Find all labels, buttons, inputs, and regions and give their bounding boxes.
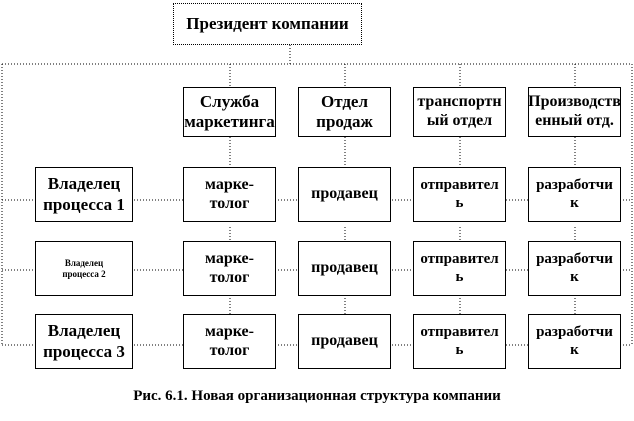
president-box: Президент компании bbox=[173, 3, 362, 45]
owner-label-line1: Владелец bbox=[47, 321, 121, 341]
role-seller: продавец bbox=[298, 241, 391, 296]
role-label-line1: разработчи bbox=[536, 323, 613, 340]
role-seller: продавец bbox=[298, 167, 391, 222]
process-owner-1: Владелец процесса 1 bbox=[35, 167, 133, 222]
role-label-line1: отправител bbox=[420, 323, 499, 340]
owner-label-line2: процесса 1 bbox=[43, 194, 125, 214]
role-label-line2: толог bbox=[209, 194, 250, 212]
figure-caption: Рис. 6.1. Новая организационная структур… bbox=[133, 388, 501, 404]
role-label: продавец bbox=[311, 259, 378, 277]
role-label-line2: к bbox=[570, 194, 579, 211]
department-label-line1: транспортн bbox=[417, 93, 502, 111]
role-label-line1: разработчи bbox=[536, 176, 613, 193]
department-label-line2: ый отдел bbox=[426, 112, 493, 129]
department-label-line2: енный отд. bbox=[535, 112, 614, 129]
department-marketing: Служба маркетинга bbox=[183, 87, 276, 137]
role-marketer: марке- толог bbox=[183, 167, 276, 222]
role-label-line1: марке- bbox=[205, 322, 254, 340]
president-label: Президент компании bbox=[186, 13, 349, 33]
owner-label-line2: процесса 3 bbox=[43, 341, 125, 361]
role-marketer: марке- толог bbox=[183, 314, 276, 369]
role-label: продавец bbox=[311, 332, 378, 350]
role-seller: продавец bbox=[298, 314, 391, 369]
process-owner-2: Владелец процесса 2 bbox=[35, 241, 133, 296]
role-label-line2: ь bbox=[455, 194, 464, 211]
owner-label-line1: Владелец bbox=[64, 257, 104, 268]
role-sender: отправител ь bbox=[413, 314, 506, 369]
department-label-line1: Производств bbox=[528, 93, 621, 111]
department-label-line1: Отдел bbox=[320, 91, 369, 111]
role-developer: разработчи к bbox=[528, 314, 621, 369]
role-label-line2: ь bbox=[455, 341, 464, 358]
department-transport: транспортн ый отдел bbox=[413, 87, 506, 137]
role-label-line1: марке- bbox=[205, 175, 254, 193]
role-label-line1: марке- bbox=[205, 249, 254, 267]
role-label-line1: отправител bbox=[420, 250, 499, 267]
role-label-line1: разработчи bbox=[536, 250, 613, 267]
role-developer: разработчи к bbox=[528, 167, 621, 222]
owner-label-line2: процесса 2 bbox=[62, 268, 106, 279]
role-developer: разработчи к bbox=[528, 241, 621, 296]
role-label-line2: ь bbox=[455, 268, 464, 285]
role-sender: отправител ь bbox=[413, 241, 506, 296]
department-label-line2: маркетинга bbox=[184, 112, 275, 131]
role-label-line2: толог bbox=[209, 341, 250, 359]
owner-label-line1: Владелец bbox=[47, 174, 121, 194]
role-label-line2: к bbox=[570, 268, 579, 285]
department-label-line2: продаж bbox=[316, 112, 373, 131]
role-label-line2: к bbox=[570, 341, 579, 358]
department-production: Производств енный отд. bbox=[528, 87, 621, 137]
process-owner-3: Владелец процесса 3 bbox=[35, 314, 133, 369]
role-label-line1: отправител bbox=[420, 176, 499, 193]
department-sales: Отдел продаж bbox=[298, 87, 391, 137]
role-sender: отправител ь bbox=[413, 167, 506, 222]
department-label-line1: Служба bbox=[199, 91, 260, 111]
role-label-line2: толог bbox=[209, 268, 250, 286]
role-label: продавец bbox=[311, 185, 378, 203]
role-marketer: марке- толог bbox=[183, 241, 276, 296]
